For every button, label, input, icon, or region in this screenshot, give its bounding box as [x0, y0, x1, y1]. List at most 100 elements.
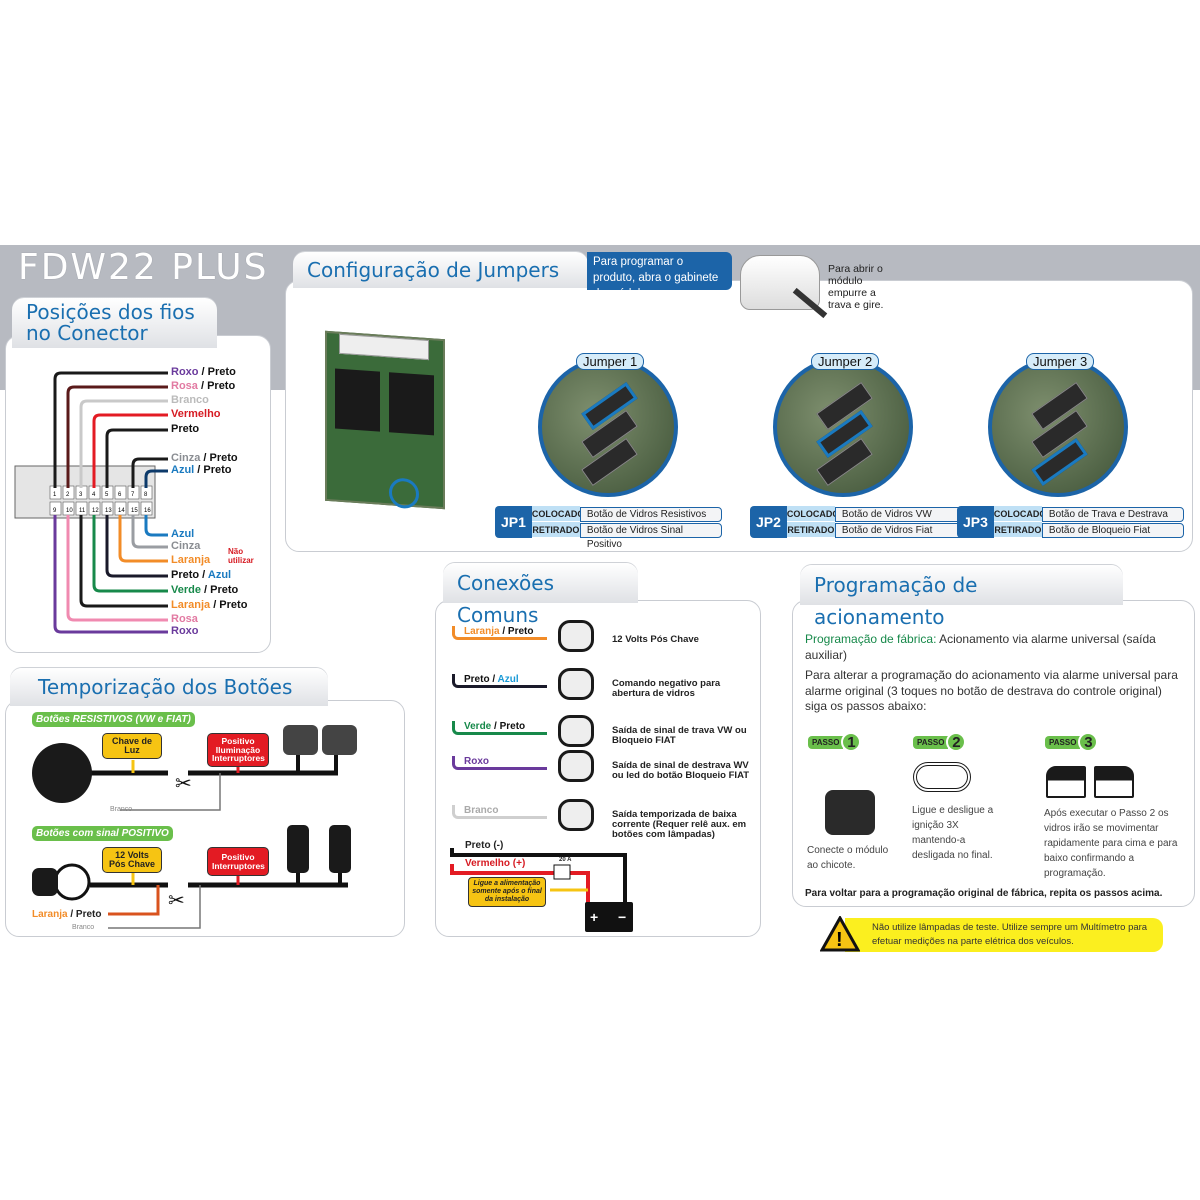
wire-color: Rosa: [171, 613, 198, 625]
device-icon: [558, 620, 594, 652]
wire-label: Branco: [171, 394, 209, 406]
programming-heading: Programação de acionamento: [800, 565, 1123, 629]
wire-color: Laranja: [464, 626, 500, 637]
jumper-closeup: [538, 357, 678, 497]
pin-number: 5: [105, 492, 109, 498]
product-title: FDW22 PLUS: [18, 247, 269, 288]
wire-label: Laranja: [171, 554, 210, 566]
wire: [452, 805, 547, 819]
connection-desc: Saída de sinal de destrava WV ou led do …: [612, 760, 750, 781]
window-switch-icon: [283, 725, 318, 755]
timing-heading: Temporização dos Botões: [10, 668, 328, 706]
wire-color: Laranja: [171, 599, 211, 611]
relay: [389, 372, 434, 436]
wire-color: Branco: [171, 394, 209, 406]
step-number: 3: [1078, 732, 1099, 752]
wire-label: Azul / Preto: [171, 464, 232, 476]
wire-color: Roxo: [464, 756, 489, 767]
wire-color: Laranja: [32, 909, 68, 920]
wire-label: Roxo: [171, 625, 199, 637]
wire: [79, 399, 168, 488]
wire-color: /: [199, 569, 208, 581]
branco-label: Branco: [110, 806, 133, 813]
wire: [53, 515, 168, 634]
wire-label: Vermelho: [171, 408, 221, 420]
wire-color: Preto /: [464, 674, 498, 685]
jumpers-note: Para programar o produto, abra o gabinet…: [587, 252, 732, 300]
wire: [79, 515, 168, 608]
open-hint: Para abrir o módulo empurre a trava e gi…: [828, 263, 884, 311]
wire-color: Verde: [464, 721, 492, 732]
wire-color: Verde: [171, 584, 201, 596]
passo-label: PASSO: [808, 735, 844, 749]
cutter-icon: ✂: [175, 773, 192, 795]
factory-label: Programação de fábrica:: [805, 632, 937, 646]
heading-line: Posições dos fios: [26, 300, 195, 324]
retirado-value: Botão de Vidros Sinal Positivo: [579, 522, 722, 550]
wire: [66, 515, 168, 622]
connection-desc: 12 Volts Pós Chave: [612, 634, 699, 645]
positive-tag: Botões com sinal POSITIVO: [32, 826, 173, 841]
wire: [131, 515, 168, 549]
programming-footer: Para voltar para a programação original …: [805, 888, 1163, 899]
wire-color: / Preto: [200, 584, 239, 596]
wire-color: / Preto: [491, 721, 526, 732]
factory-desc: Acionamento via alarme universal (saída …: [805, 632, 1156, 662]
jumper-closeup: [773, 357, 913, 497]
pin-number: 3: [79, 492, 83, 498]
wire-color: Vermelho: [171, 408, 221, 420]
wire-label: Roxo / Preto: [171, 366, 236, 378]
cutter-icon: ✂: [168, 890, 185, 912]
pin-number: 14: [118, 508, 125, 514]
module-plug-icon: [825, 790, 875, 835]
jumper-label: Jumper 1: [576, 353, 645, 370]
jumper-id: JP2: [750, 506, 787, 538]
colocado-label: COLOCADO: [786, 506, 839, 522]
relay: [335, 368, 380, 432]
pin-number: 2: [66, 492, 70, 498]
connections-heading: Conexões Comuns: [443, 563, 638, 627]
wire-label: Verde / Preto: [464, 722, 525, 732]
wire-color: Rosa: [171, 380, 198, 392]
positivo-iluminacao-box: Positivo Iluminação Interruptores: [207, 733, 269, 767]
wire-label: Verde / Preto: [171, 584, 238, 596]
wire-label: Laranja / Preto: [171, 599, 247, 611]
device-icon: [558, 799, 594, 831]
step-text: Ligue e desligue a ignição 3X mantendo-a…: [912, 805, 994, 861]
retirado-label: RETIRADO: [993, 522, 1042, 538]
wire-label: Laranja / Preto: [464, 627, 533, 637]
wire-label: Rosa: [171, 613, 198, 625]
wire-color: Laranja: [171, 554, 211, 566]
wire: [92, 413, 168, 488]
connector-heading: Posições dos fios no Conector: [12, 298, 217, 348]
retirado-value: Botão de Vidros Fiat: [834, 522, 977, 538]
connection-desc: Saída temporizada de baixa corrente (Req…: [612, 809, 747, 840]
pin-slot: [114, 485, 127, 500]
pin-number: 9: [53, 508, 57, 514]
colocado-value: Botão de Vidros VW: [834, 506, 977, 522]
laranja-preto-label: Laranja / Preto: [32, 909, 101, 920]
wire-color: Branco: [464, 805, 499, 816]
wire: [118, 515, 168, 563]
pin-number: 4: [92, 492, 96, 498]
wire-color: Cinza: [171, 452, 201, 464]
wire-label: Roxo: [464, 757, 489, 767]
pcb-connector: [339, 333, 429, 361]
window-switch-icon: [1046, 766, 1086, 798]
wire-label: Branco: [464, 806, 498, 816]
nao-utilizar-note: Não utilizar: [228, 547, 254, 565]
wire: [452, 721, 547, 735]
wire-color: Cinza: [171, 540, 201, 552]
pin-number: 12: [92, 508, 99, 514]
power-warning: Ligue a alimentação somente após o final…: [468, 877, 546, 907]
wire-color: Azul: [207, 569, 232, 581]
fuse-label: 20 A: [559, 857, 572, 863]
intro-text: Para alterar a programação do acionament…: [805, 668, 1178, 713]
